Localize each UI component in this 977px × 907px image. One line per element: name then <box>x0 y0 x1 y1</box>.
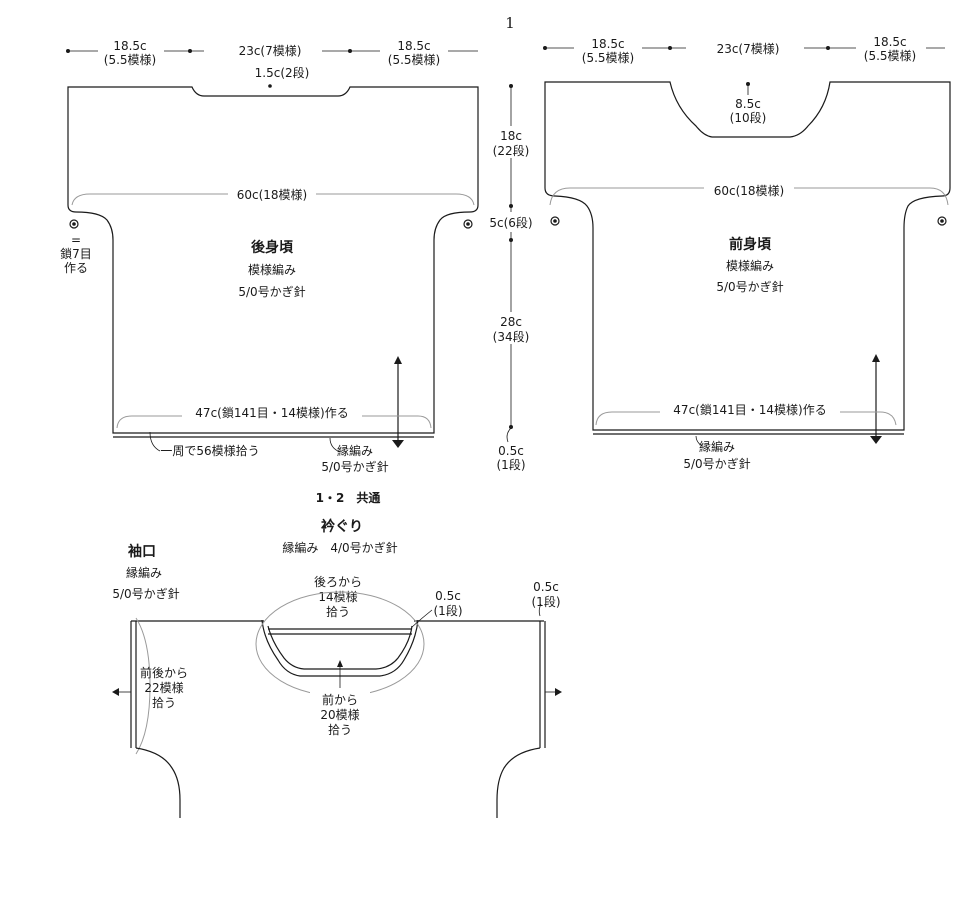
front-left-width-label: 18.5c <box>591 37 624 51</box>
cuff-hook: 5/0号かぎ針 <box>112 586 179 601</box>
back-edging-label: 縁編み <box>337 443 373 458</box>
neckline-back-pickup-1: 後ろから <box>314 575 362 589</box>
neckline-front-pickup-2: 20模様 <box>320 708 359 722</box>
front-body-outline <box>544 81 951 431</box>
front-neck-depth-label: 8.5c <box>735 97 761 111</box>
front-pattern: 模様編み <box>726 258 774 273</box>
front-hook: 5/0号かぎ針 <box>716 279 783 294</box>
front-edging-hook: 5/0号かぎ針 <box>683 456 750 471</box>
cuff-title: 袖口 <box>128 543 156 560</box>
neckline-front-pickup-1: 前から <box>322 692 358 707</box>
left-arrow-icon <box>112 688 119 696</box>
neckline-back-pickup-2: 14模様 <box>318 590 357 604</box>
front-right-width-sub: (5.5模様) <box>864 49 916 63</box>
front-body: 18.5c (5.5模様) 23c(7模様) 18.5c (5.5模様) 8.5… <box>543 34 951 471</box>
cuff-pickup-1: 前後から <box>140 665 188 680</box>
back-body-outline <box>67 86 479 434</box>
cuff-depth-label: 0.5c <box>533 580 559 594</box>
center-dim-1: 18c <box>500 129 522 143</box>
marker-ring-icon <box>69 219 79 229</box>
right-underarm-curve <box>496 747 541 818</box>
cuff-depth-rows: (1段) <box>532 594 561 609</box>
left-underarm-curve <box>135 747 181 818</box>
marker-ring-icon <box>463 219 473 229</box>
front-left-width-sub: (5.5模様) <box>582 51 634 65</box>
front-body-title: 前身頃 <box>729 236 772 253</box>
center-dim-3: 28c <box>500 315 522 329</box>
cuff-pickup-bracket <box>135 617 151 755</box>
center-dim-3-rows: (34段) <box>493 329 530 344</box>
cuff-method: 縁編み <box>126 565 162 580</box>
neckline-back-pickup-3: 拾う <box>326 604 350 619</box>
neckline-method: 縁編み 4/0号かぎ針 <box>282 540 397 555</box>
neckline-depth-label: 0.5c <box>435 589 461 603</box>
center-dim-2: 5c(6段) <box>489 215 532 230</box>
back-right-width-label: 18.5c <box>397 39 430 53</box>
chain-equals: = <box>71 233 81 247</box>
shared-section-title: 1・2 共通 <box>316 490 381 505</box>
back-edging-hook: 5/0号かぎ針 <box>321 459 388 474</box>
chain-count: 鎖7目 <box>60 246 92 261</box>
back-neck-depth-label: 1.5c(2段) <box>255 65 310 80</box>
front-center-width-label: 23c(7模様) <box>717 42 780 56</box>
cuff-pickup-3: 拾う <box>152 695 176 710</box>
center-dim-1-rows: (22段) <box>493 143 530 158</box>
marker-ring-icon <box>937 216 947 226</box>
back-left-width-label: 18.5c <box>113 39 146 53</box>
center-dim-4-rows: (1段) <box>497 457 526 472</box>
center-dimensions: 18c (22段) 5c(6段) 28c (34段) 0.5c (1段) <box>482 84 540 472</box>
front-right-width-label: 18.5c <box>873 35 906 49</box>
dim-dot <box>348 49 352 53</box>
back-body: 18.5c (5.5模様) 23c(7模様) 18.5c (5.5模様) 1.5… <box>60 36 479 474</box>
back-width-label: 60c(18模様) <box>237 188 308 202</box>
back-pickup-label: 一周で56模様拾う <box>160 443 259 458</box>
dim-dot <box>66 49 70 53</box>
back-right-width-sub: (5.5模様) <box>388 53 440 67</box>
right-arrow-icon <box>555 688 562 696</box>
neckline-title: 衿ぐり <box>321 518 363 535</box>
front-neck-depth-rows: (10段) <box>730 110 767 125</box>
neckline-depth-rows: (1段) <box>434 603 463 618</box>
back-hook: 5/0号かぎ針 <box>238 284 305 299</box>
front-edging-label: 縁編み <box>699 439 735 454</box>
cuff-pickup-2: 22模様 <box>144 681 183 695</box>
center-dim-4: 0.5c <box>498 444 524 458</box>
front-width-label: 60c(18模様) <box>714 184 785 198</box>
back-body-title: 後身頃 <box>251 239 294 256</box>
up-arrow-icon <box>337 660 343 667</box>
dim-dot <box>188 49 192 53</box>
pattern-number-1: 1 <box>505 14 515 32</box>
back-hem-label: 47c(鎖141目・14模様)作る <box>195 405 348 420</box>
chain-make: 作る <box>64 261 88 275</box>
neckline-section: 衿ぐり 縁編み 4/0号かぎ針 後ろから 14模様 拾う 前から 20模様 拾う… <box>131 518 544 737</box>
back-pattern: 模様編み <box>248 262 296 277</box>
neckline-front-pickup-3: 拾う <box>328 722 352 737</box>
back-center-width-label: 23c(7模様) <box>239 44 302 58</box>
front-hem-label: 47c(鎖141目・14模様)作る <box>673 402 826 417</box>
marker-ring-icon <box>550 216 560 226</box>
back-left-width-sub: (5.5模様) <box>104 53 156 67</box>
cuff-section: 袖口 縁編み 5/0号かぎ針 前後から 22模様 拾う 0.5c (1段) <box>112 543 562 818</box>
